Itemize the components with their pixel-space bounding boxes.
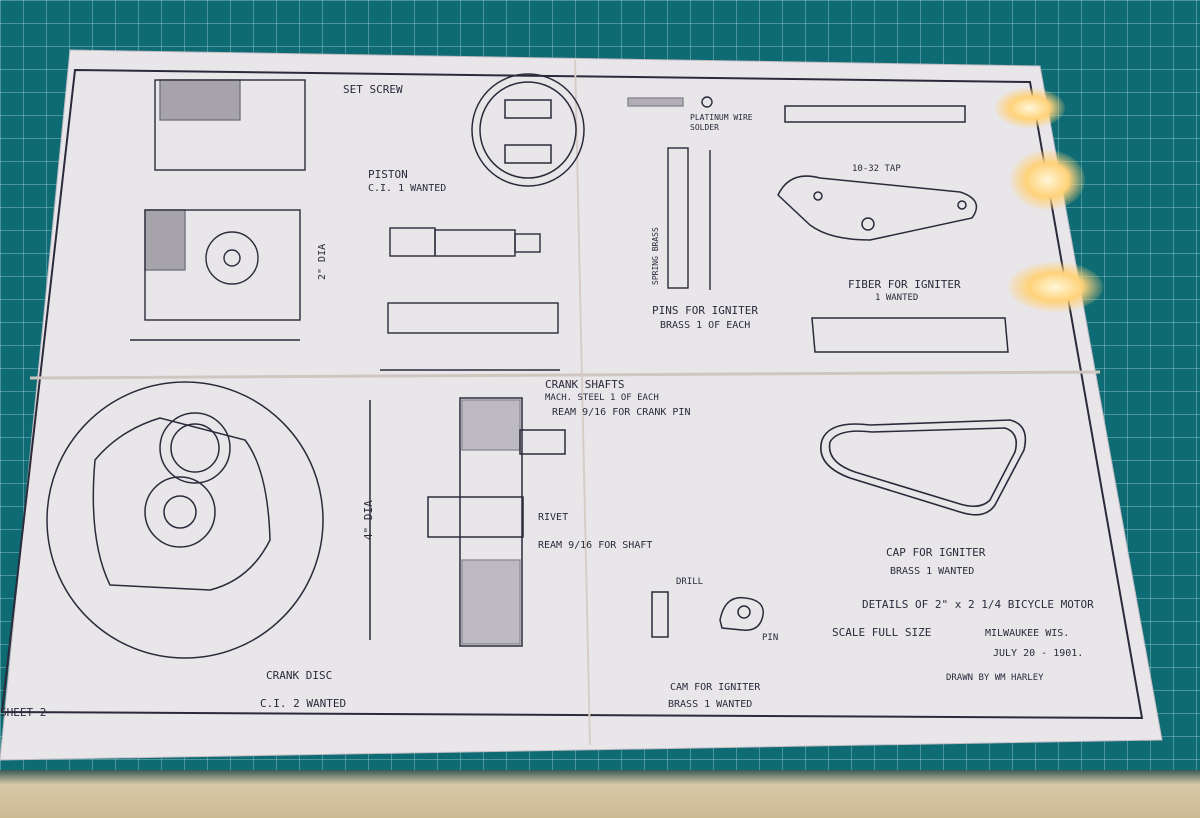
crank-disc-qty-label: C.I. 2 WANTED [260, 697, 346, 710]
crank-shafts-qty-label: MACH. STEEL 1 OF EACH [545, 393, 659, 403]
fold-line [29, 370, 1101, 380]
light-glare [1008, 262, 1103, 312]
drill-label: DRILL [676, 577, 703, 587]
cap-igniter-drawing [820, 419, 1027, 516]
title-block-date: JULY 20 - 1901. [993, 648, 1083, 659]
fiber-qty-label: 1 WANTED [875, 293, 918, 303]
piston-qty-label: C.I. 1 WANTED [368, 183, 446, 194]
pins-qty-label: BRASS 1 OF EACH [660, 320, 750, 331]
light-glare [995, 88, 1065, 128]
light-glare [1010, 150, 1085, 210]
rivet-label: RIVET [538, 512, 568, 523]
spring-brass-label: SPRING BRASS [651, 227, 660, 285]
dia4-label: 4" DIA [362, 500, 375, 540]
cam-label: CAM FOR IGNITER [670, 682, 761, 693]
piston-label: PISTON [368, 168, 408, 181]
crank-disc-label: CRANK DISC [266, 669, 332, 682]
cap-label: CAP FOR IGNITER [886, 546, 986, 559]
cap-qty-label: BRASS 1 WANTED [890, 566, 974, 577]
title-block-drawn-by: DRAWN BY WM HARLEY [946, 673, 1044, 683]
title-block-title: DETAILS OF 2" x 2 1/4 BICYCLE MOTOR [862, 598, 1094, 611]
crank-disc-section-drawing [427, 397, 566, 647]
drawing-border [0, 68, 1144, 720]
fiber-label: FIBER FOR IGNITER [848, 278, 961, 291]
paper [0, 49, 1163, 761]
cam-qty-label: BRASS 1 WANTED [668, 699, 752, 710]
solder-label: SOLDER [690, 123, 719, 132]
pins-label: PINS FOR IGNITER [652, 304, 758, 317]
piston-ring-drawing [471, 73, 585, 187]
fold-line [574, 59, 591, 746]
igniter-pins-drawing [627, 96, 713, 290]
title-block-scale: SCALE FULL SIZE [832, 626, 931, 639]
ream-shaft-label: REAM 9/16 FOR SHAFT [538, 540, 652, 551]
pin-label: PIN [762, 633, 778, 643]
piston-drawing [130, 79, 306, 341]
cam-igniter-drawing [651, 591, 764, 638]
crank-disc-drawing [46, 381, 371, 659]
crank-shaft-drawing [380, 227, 560, 371]
ream-crank-label: REAM 9/16 FOR CRANK PIN [552, 407, 690, 418]
fiber-igniter-drawing [777, 105, 1009, 353]
platinum-wire-label: PLATINUM WIRE [690, 113, 753, 122]
dia2-label: 2" DIA [317, 244, 328, 280]
crank-shafts-label: CRANK SHAFTS [545, 378, 624, 391]
title-block-place: MILWAUKEE WIS. [985, 628, 1069, 639]
set-screw-label: SET SCREW [343, 83, 403, 96]
table-edge [0, 770, 1200, 818]
sheet-number: SHEET 2 [0, 706, 46, 719]
tap-label: 10-32 TAP [852, 164, 901, 174]
